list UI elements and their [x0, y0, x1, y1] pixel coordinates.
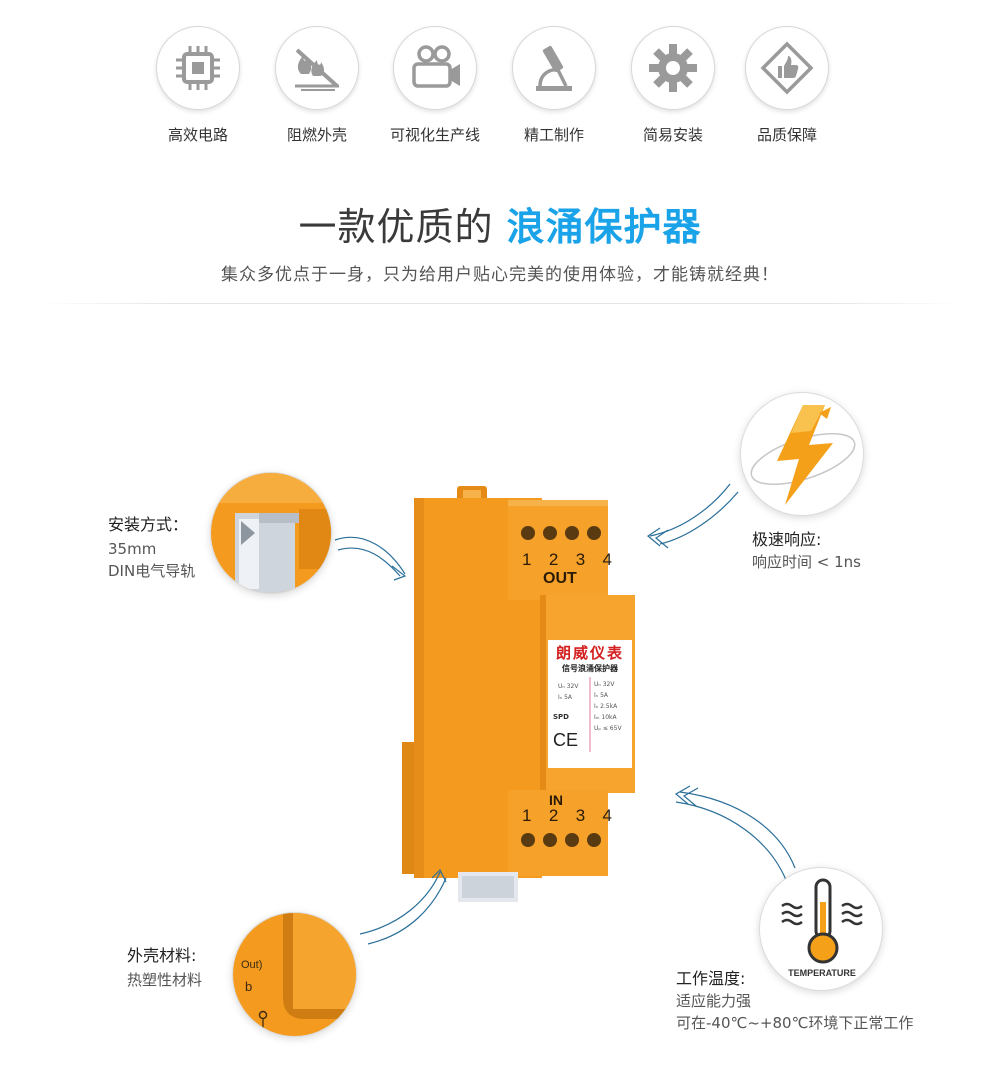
feature-label: 简易安装: [642, 126, 703, 144]
install-line-2: DIN电气导轨: [108, 562, 196, 580]
thumbs-up-icon: [745, 26, 829, 110]
spec-right-line: Uₙ 32V: [594, 681, 615, 688]
closeup-text-b: b: [245, 979, 253, 994]
install-desc: 35mm DIN电气导轨: [108, 538, 195, 582]
install-line-1: 35mm: [108, 540, 157, 558]
install-title: 安装方式：: [108, 515, 189, 534]
response-desc: 响应时间 < 1ns: [752, 553, 861, 571]
feature-label: 品质保障: [756, 126, 817, 144]
spec-left-line: Uₙ 32V: [558, 683, 579, 690]
response-title: 极速响应:: [752, 530, 822, 549]
spec-right-line: Iₘ 10kA: [594, 714, 617, 721]
bottom-terminal-number: 4: [602, 806, 612, 825]
spec-right-line: Uₚ ≤ 65V: [594, 725, 622, 732]
feature-item-quality: 品质保障: [737, 26, 837, 145]
title-prefix: 一款优质的: [298, 205, 507, 249]
spec-left-line: Iₙ 5A: [558, 694, 572, 701]
video-camera-icon: [393, 26, 477, 110]
feature-label: 精工制作: [523, 126, 584, 144]
bottom-terminal-number: 2: [548, 806, 559, 825]
top-terminal-number: 1: [522, 550, 532, 569]
feature-item-install: 简易安装: [623, 26, 723, 145]
spec-right-line: Iₙ 2.5kA: [594, 703, 618, 710]
spec-right-line: Iₙ 5A: [594, 692, 608, 699]
top-terminal-number: 2: [548, 550, 559, 569]
temperature-desc: 适应能力强 可在-40℃~+80℃环境下正常工作: [676, 990, 913, 1034]
lightning-bubble: [740, 392, 864, 516]
in-label: IN: [549, 792, 563, 808]
feature-item-flame: 阻燃外壳: [267, 26, 367, 145]
temperature-icon-label: TEMPERATURE: [788, 968, 856, 978]
install-closeup-image: [210, 472, 332, 594]
material-title: 外壳材料:: [127, 946, 197, 965]
bottom-terminal-number: 3: [575, 806, 586, 825]
ce-mark: CE: [553, 730, 579, 750]
material-closeup-image: Out) b: [232, 912, 357, 1037]
top-terminal-number: 3: [575, 550, 586, 569]
feature-item-circuit: 高效电路: [148, 26, 248, 145]
temperature-title: 工作温度:: [676, 969, 746, 988]
feature-label: 高效电路: [167, 126, 228, 144]
brand-name: 朗威仪表: [555, 644, 624, 662]
temperature-line-1: 适应能力强: [676, 992, 752, 1010]
temperature-bubble: TEMPERATURE: [759, 867, 883, 991]
microscope-icon: [512, 26, 596, 110]
thermometer-icon: [781, 878, 863, 964]
out-label: OUT: [543, 570, 577, 587]
feature-label: 可视化生产线: [389, 126, 480, 144]
material-desc: 热塑性材料: [127, 971, 203, 989]
product-image: 1 2 3 4 OUT IN 1 2 3 4 朗威仪表 信号浪涌保护器 Uₙ 3…: [400, 480, 645, 910]
top-terminal-number: 4: [602, 550, 612, 569]
feature-label: 阻燃外壳: [286, 126, 347, 144]
lightning-icon: [750, 405, 856, 505]
spd-label: SPD: [553, 713, 569, 721]
feature-item-precision: 精工制作: [504, 26, 604, 145]
gear-icon: [631, 26, 715, 110]
closeup-text-out: Out): [241, 959, 263, 971]
title-accent: 浪涌保护器: [506, 205, 702, 249]
page-title: 一款优质的 浪涌保护器: [0, 196, 1000, 251]
temperature-line-2: 可在-40℃~+80℃环境下正常工作: [676, 1014, 914, 1032]
page-subtitle: 集众多优点于一身，只为给用户贴心完美的使用体验，才能铸就经典！: [221, 265, 779, 285]
feature-item-production: 可视化生产线: [385, 26, 485, 145]
bottom-terminal-number: 1: [522, 806, 532, 825]
flame-retardant-icon: [275, 26, 359, 110]
section-divider: [40, 303, 960, 304]
chip-icon: [156, 26, 240, 110]
product-model: 信号浪涌保护器: [562, 664, 618, 673]
